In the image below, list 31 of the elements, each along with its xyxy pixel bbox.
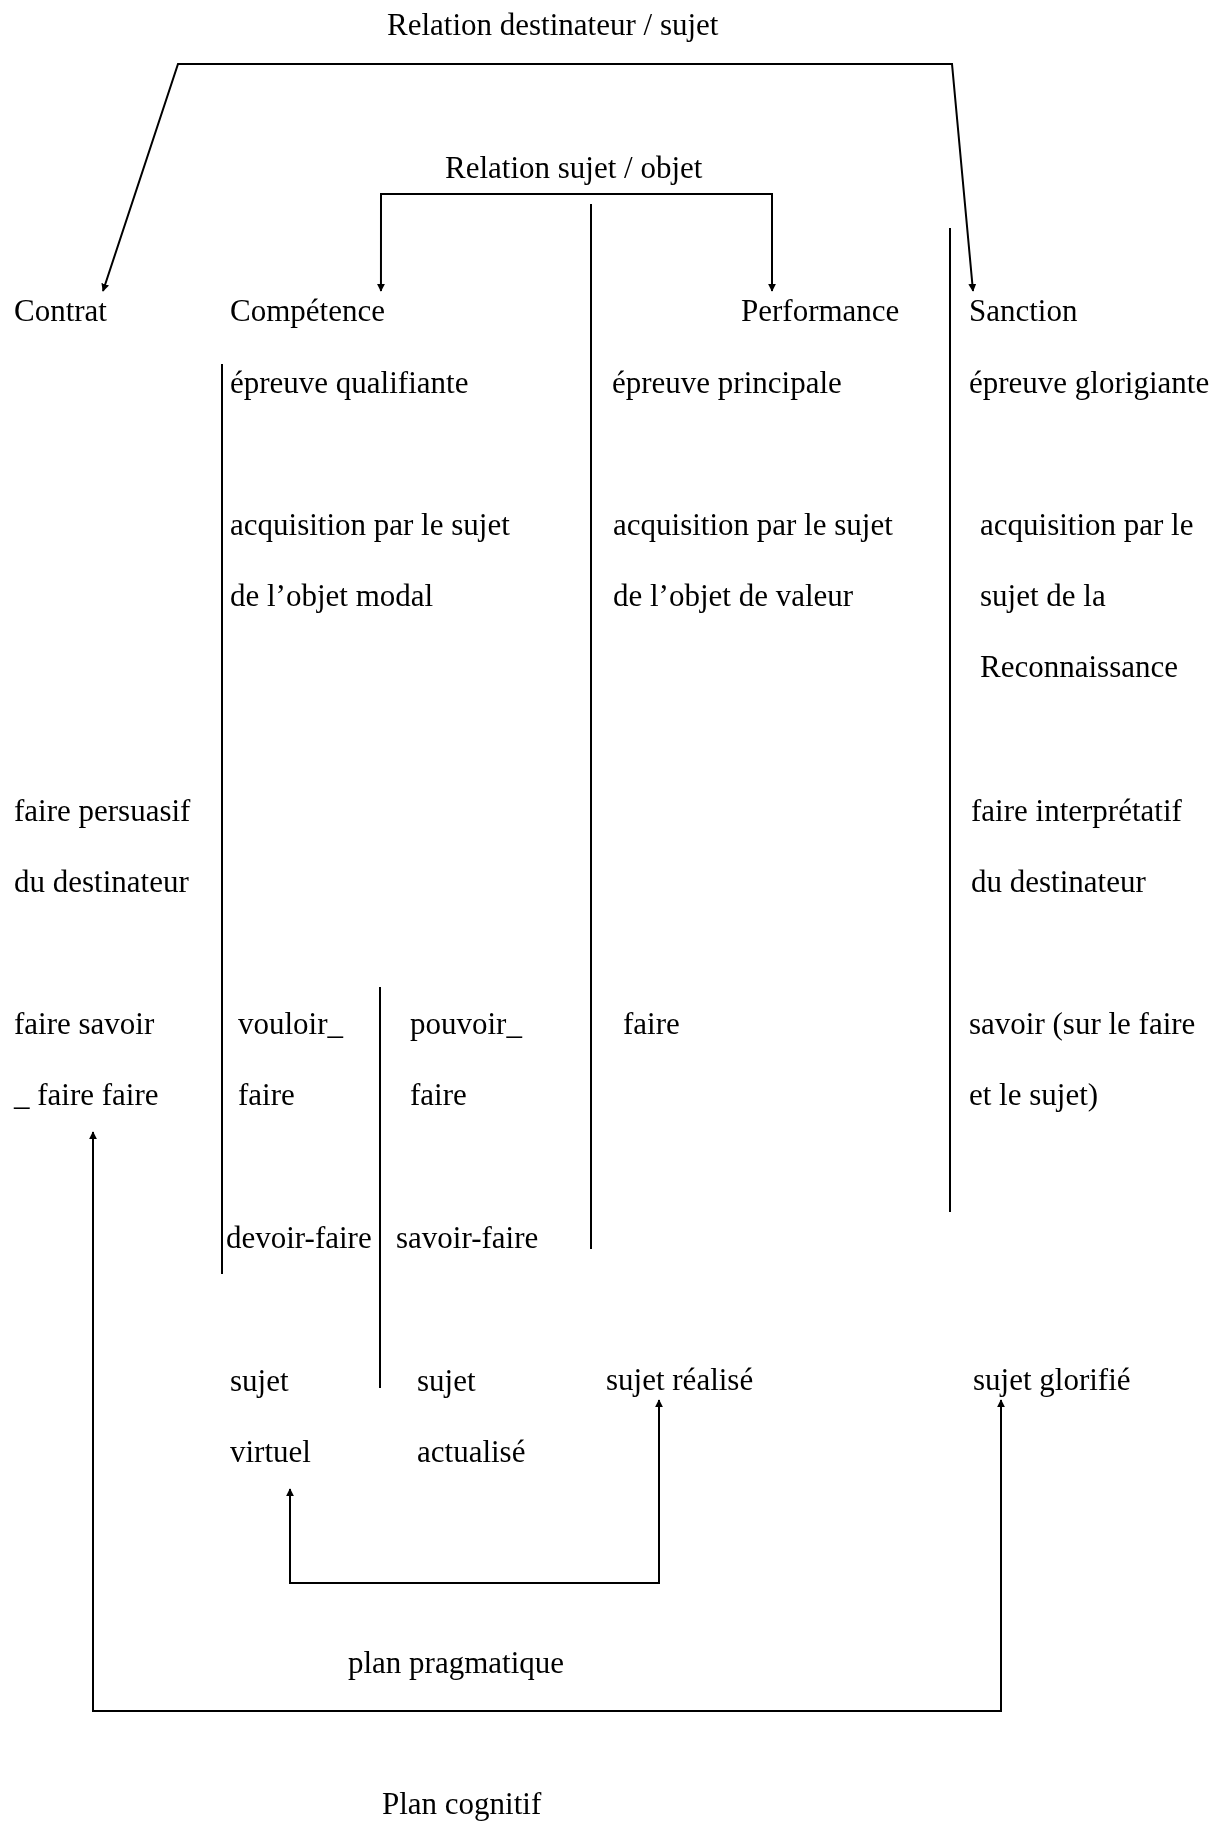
text-label: devoir-faire xyxy=(226,1219,372,1257)
edge-label: Relation destinateur / sujet xyxy=(387,7,719,43)
text-label: pouvoir_ faire xyxy=(410,1005,524,1114)
text-label: sujet actualisé xyxy=(417,1362,527,1471)
text-label: faire interprétatif du destinateur xyxy=(971,792,1183,901)
text-label: épreuve principale xyxy=(612,364,842,402)
column-term: sujet virtuel xyxy=(230,1345,330,1487)
bracket-arrow xyxy=(286,1399,663,1584)
text-label: épreuve qualifiante xyxy=(230,364,469,402)
text-label: vouloir_ faire xyxy=(238,1005,345,1114)
column-term: sujet glorifié xyxy=(973,1362,1131,1398)
column-term: Performance xyxy=(741,293,900,329)
column-term: sujet réalisé xyxy=(606,1362,754,1398)
text-label: faire xyxy=(623,1005,680,1043)
bracket-arrow xyxy=(376,193,776,292)
text-label: faire persuasif du destinateur xyxy=(14,792,192,901)
bracket-arrow xyxy=(101,63,977,292)
bracket-arrow xyxy=(89,1131,1005,1712)
column-term: Compétence xyxy=(230,293,385,329)
text-label: savoir-faire xyxy=(396,1219,539,1257)
text-label: savoir (sur le faire et le sujet) xyxy=(969,1005,1197,1114)
text-label: acquisition par le sujet de l’objet modal xyxy=(230,506,511,615)
text-label: acquisition par le sujet de la Reconnaissance xyxy=(980,506,1195,686)
column-term: Sanction xyxy=(969,293,1078,329)
text-label: plan pragmatique xyxy=(348,1645,565,1681)
text-label: Plan cognitif xyxy=(382,1786,542,1821)
column-term: Contrat xyxy=(14,293,107,329)
text-label: épreuve glorigiante xyxy=(969,364,1210,402)
column-term: faire savoir _ faire faire xyxy=(14,988,164,1130)
edge-label: Relation sujet / objet xyxy=(445,150,703,186)
text-label: acquisition par le sujet de l’objet de valeur xyxy=(613,506,894,615)
